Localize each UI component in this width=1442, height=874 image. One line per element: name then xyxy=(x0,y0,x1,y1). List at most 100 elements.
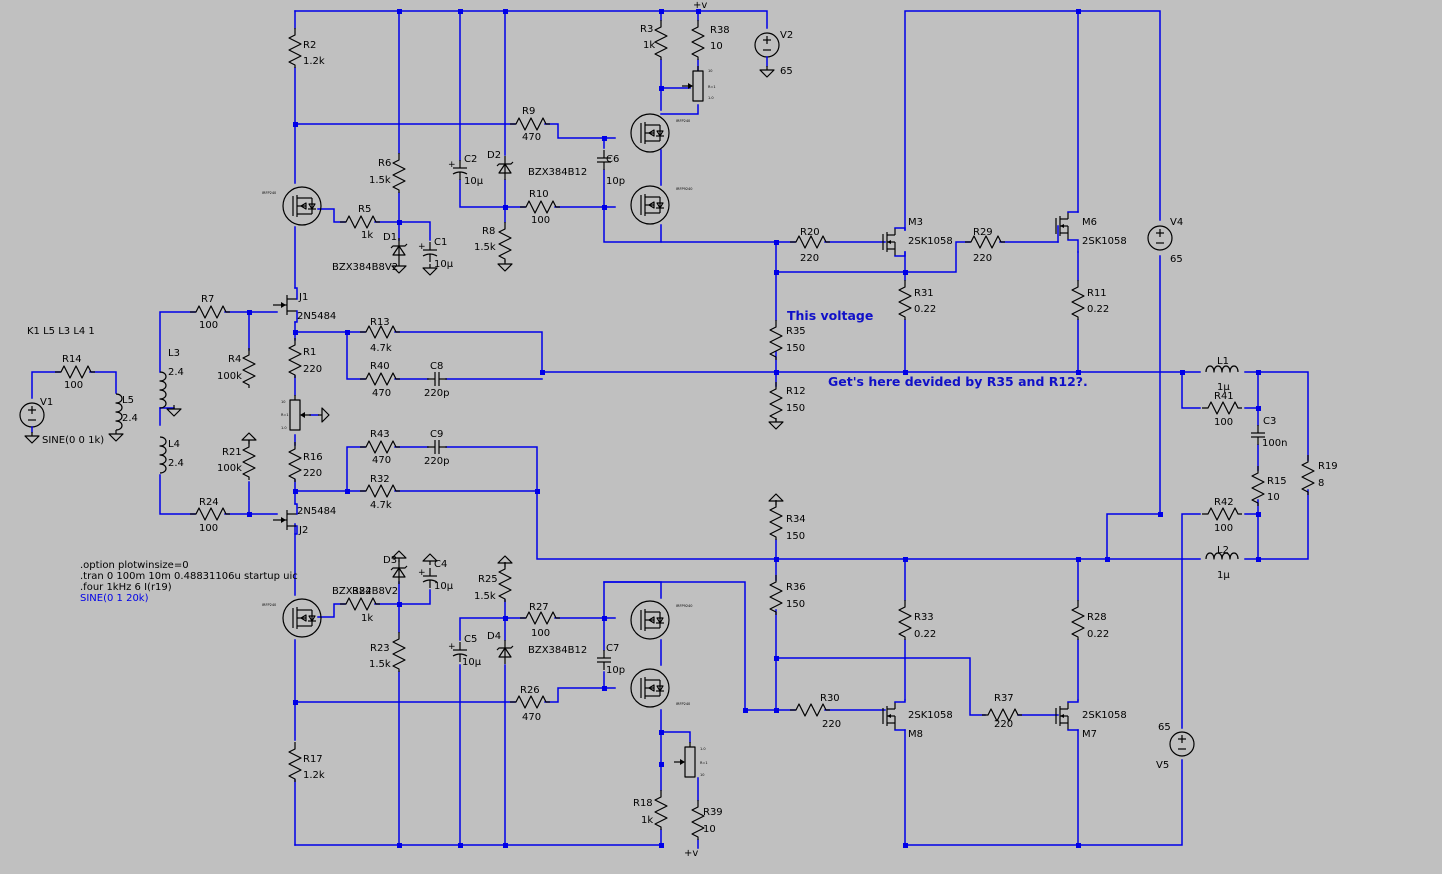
zener-D2[interactable]: D2 BZX384B12 xyxy=(487,150,587,181)
capacitor-C9[interactable]: C9 220p xyxy=(424,429,449,467)
ref-label: J1 xyxy=(298,292,308,303)
potentiometer-upper[interactable]: 10 R=1 1.0 xyxy=(681,65,716,102)
value-label: 100 xyxy=(531,215,550,226)
tran-directive[interactable]: .tran 0 100m 10m 0.48831106u startup uic xyxy=(80,571,298,582)
capacitor-C3[interactable]: C3 100n xyxy=(1250,416,1287,449)
mosfet-driver-bottom-b[interactable]: IRFP240 xyxy=(630,668,690,708)
resistor-R10[interactable]: R10 100 xyxy=(519,189,561,226)
resistor-R34[interactable]: R34 150 xyxy=(769,499,806,542)
mosfet-driver-top-b[interactable]: IRFP9240 xyxy=(630,185,693,225)
resistor-R43[interactable]: R43 470 xyxy=(359,429,401,466)
capacitor-C7[interactable]: C7 10p xyxy=(596,643,625,676)
resistor-R6[interactable]: R6 1.5k xyxy=(369,152,406,194)
resistor-R20[interactable]: R20 220 xyxy=(789,227,831,264)
capacitor-C6[interactable]: C6 10p xyxy=(596,149,625,187)
resistor-R7[interactable]: R7 100 xyxy=(189,294,231,331)
mosfet-vbe-top[interactable]: IRFP240 xyxy=(262,186,322,226)
resistor-R41[interactable]: R41 100 xyxy=(1201,391,1243,428)
resistor-R2[interactable]: R2 1.2k xyxy=(288,27,325,69)
resistor-R23[interactable]: R23 1.5k xyxy=(369,631,406,673)
value-label: 1µ xyxy=(1217,570,1230,581)
resistor-R37[interactable]: R37 220 xyxy=(981,693,1023,730)
zener-D3[interactable]: D3 BZX384B8V2 xyxy=(332,555,408,597)
value-label: 150 xyxy=(786,599,805,610)
jfet-J2[interactable]: 2N5484 J2 xyxy=(272,503,336,536)
capacitor-C4[interactable]: C4 10µ xyxy=(417,559,454,592)
resistor-R17[interactable]: R17 1.2k xyxy=(288,741,325,783)
resistor-R29[interactable]: R29 220 xyxy=(964,227,1006,264)
resistor-R27[interactable]: R27 100 xyxy=(519,602,561,639)
ref-label: V4 xyxy=(1170,217,1183,228)
ref-label: R4 xyxy=(228,354,241,365)
resistor-R1[interactable]: R1 220 xyxy=(288,337,322,379)
value-label: 100k xyxy=(217,371,242,382)
mosfet-driver-top-a[interactable]: IRFP240 xyxy=(630,113,690,153)
voltage-source-V2[interactable]: V2 65 xyxy=(754,30,793,78)
resistor-R8[interactable]: R8 1.5k xyxy=(474,221,512,263)
inductor-L2[interactable]: L2 1µ xyxy=(1205,545,1239,581)
resistor-R25[interactable]: R25 1.5k xyxy=(474,561,512,603)
sine-note[interactable]: SINE(0 1 20k) xyxy=(80,593,149,604)
voltage-source-V4[interactable]: V4 65 xyxy=(1147,217,1183,265)
resistor-R11[interactable]: R11 0.22 xyxy=(1071,279,1109,321)
resistor-R33[interactable]: R33 0.22 xyxy=(898,599,936,641)
resistor-R31[interactable]: R31 0.22 xyxy=(898,279,936,321)
four-directive[interactable]: .four 1kHz 6 I(r19) xyxy=(80,582,172,593)
zener-D4[interactable]: D4 BZX384B12 xyxy=(487,631,587,665)
inductor-L5[interactable]: L5 2.4 xyxy=(115,393,138,431)
resistor-R4[interactable]: R4 100k xyxy=(217,347,256,389)
nmos-M3[interactable]: M3 2SK1058 xyxy=(882,217,953,257)
resistor-R18[interactable]: R18 1k xyxy=(633,789,668,831)
ref-label: C2 xyxy=(464,154,477,165)
resistor-R3[interactable]: R3 1k xyxy=(640,19,668,61)
mosfet-vbe-bottom[interactable]: IRFP240 xyxy=(262,598,322,638)
resistor-R14[interactable]: R14 100 xyxy=(54,354,96,391)
resistor-R12[interactable]: R12 150 xyxy=(769,381,806,423)
potentiometer-lower[interactable]: 1.0 R=1 10 xyxy=(673,741,708,778)
spice-directives[interactable]: K1 L5 L3 L4 1 .option plotwinsize=0 .tra… xyxy=(27,326,298,604)
inductor-L1[interactable]: L1 1µ xyxy=(1205,356,1239,393)
nmos-M6[interactable]: M6 2SK1058 xyxy=(1055,211,1127,253)
resistor-R38[interactable]: R38 10 xyxy=(691,19,730,61)
net-label-text: +v xyxy=(693,0,707,11)
coupling-directive[interactable]: K1 L5 L3 L4 1 xyxy=(27,326,95,337)
potentiometer-mid[interactable]: 10 R=1 1.0 xyxy=(281,394,312,431)
inductor-L4[interactable]: L4 2.4 xyxy=(159,436,184,474)
jfet-J1[interactable]: J1 2N5484 xyxy=(272,287,336,323)
value-label: 0.22 xyxy=(1087,304,1109,315)
resistor-R5[interactable]: R5 1k xyxy=(339,204,381,241)
resistor-R19[interactable]: R19 8 xyxy=(1301,454,1338,496)
resistor-R26[interactable]: R26 470 xyxy=(509,685,551,723)
resistor-R9[interactable]: R9 470 xyxy=(509,106,551,143)
pot-text: R=1 xyxy=(708,85,716,89)
value-label: 10µ xyxy=(434,259,454,270)
resistor-R39[interactable]: R39 10 xyxy=(691,799,723,841)
inductor-L3[interactable]: L3 2.4 xyxy=(159,348,184,409)
capacitor-C5[interactable]: C5 10µ xyxy=(447,634,482,668)
resistor-R30[interactable]: R30 220 xyxy=(789,693,841,730)
option-directive[interactable]: .option plotwinsize=0 xyxy=(80,560,189,571)
capacitor-C8[interactable]: C8 220p xyxy=(424,361,449,399)
resistor-R40[interactable]: R40 470 xyxy=(359,361,401,399)
ref-label: R23 xyxy=(370,643,390,654)
voltage-source-V1[interactable]: V1 SINE(0 0 1k) xyxy=(19,397,104,446)
resistor-R28[interactable]: R28 0.22 xyxy=(1071,599,1109,641)
nmos-M7[interactable]: 2SK1058 M7 xyxy=(1055,699,1127,740)
resistor-R35[interactable]: R35 150 xyxy=(769,319,806,361)
resistor-R42[interactable]: R42 100 xyxy=(1201,497,1243,534)
resistor-R21[interactable]: R21 100k xyxy=(217,439,256,481)
resistor-R22[interactable]: R22 1k xyxy=(339,586,381,624)
resistor-R15[interactable]: R15 10 xyxy=(1251,465,1287,507)
nmos-M8[interactable]: 2SK1058 M8 xyxy=(882,699,953,740)
resistor-R32[interactable]: R32 4.7k xyxy=(359,474,401,511)
resistor-R36[interactable]: R36 150 xyxy=(769,574,806,616)
capacitor-C1[interactable]: C1 10µ xyxy=(417,237,454,270)
mosfet-driver-bottom-a[interactable]: IRFP9240 xyxy=(630,600,693,640)
resistor-R24[interactable]: R24 100 xyxy=(189,497,231,534)
capacitor-C2[interactable]: C2 10µ xyxy=(447,154,484,187)
voltage-source-V5[interactable]: 65 V5 xyxy=(1156,722,1195,771)
resistor-R16[interactable]: R16 220 xyxy=(288,441,323,483)
zener-D1[interactable]: D1 BZX384B8V2 xyxy=(332,232,408,273)
resistor-R13[interactable]: R13 4.7k xyxy=(359,317,401,354)
value-label: 2.4 xyxy=(122,413,138,424)
